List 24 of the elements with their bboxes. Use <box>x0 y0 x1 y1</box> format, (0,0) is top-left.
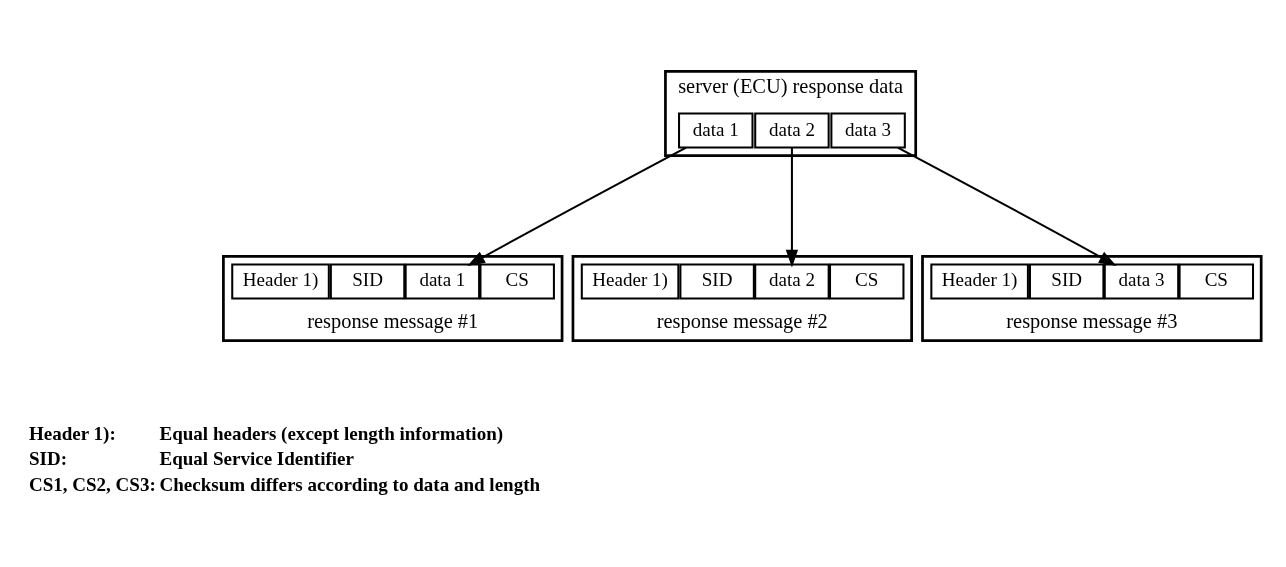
node-box: data 1 <box>404 263 481 300</box>
label: Equal Service Identifier <box>159 448 355 470</box>
arrow <box>897 146 1117 266</box>
node-box: SID <box>329 263 406 300</box>
label: Equal headers (except length information) <box>159 422 504 444</box>
node-box: data 3 <box>830 112 906 149</box>
node-box: SID <box>1028 263 1105 300</box>
label: SID: <box>28 448 67 470</box>
node-box: data 3 <box>1103 263 1180 300</box>
node-box: CS <box>1178 263 1255 300</box>
node-box: Header 1) <box>930 263 1029 300</box>
arrow <box>785 147 799 268</box>
node-box: Header 1) <box>231 263 330 300</box>
node-box: CS <box>829 263 905 300</box>
label: Header 1): <box>28 422 116 444</box>
node-box: Header 1) <box>580 263 680 300</box>
node-box: data 1 <box>678 112 754 149</box>
node-box: SID <box>679 263 755 300</box>
node-box: data 2 <box>754 112 830 149</box>
label: CS1, CS2, CS3: <box>28 474 156 496</box>
node-box: CS <box>479 263 555 300</box>
label: Checksum differs according to data and length <box>159 474 541 496</box>
node-box: data 2 <box>754 263 830 300</box>
arrow <box>467 146 687 266</box>
